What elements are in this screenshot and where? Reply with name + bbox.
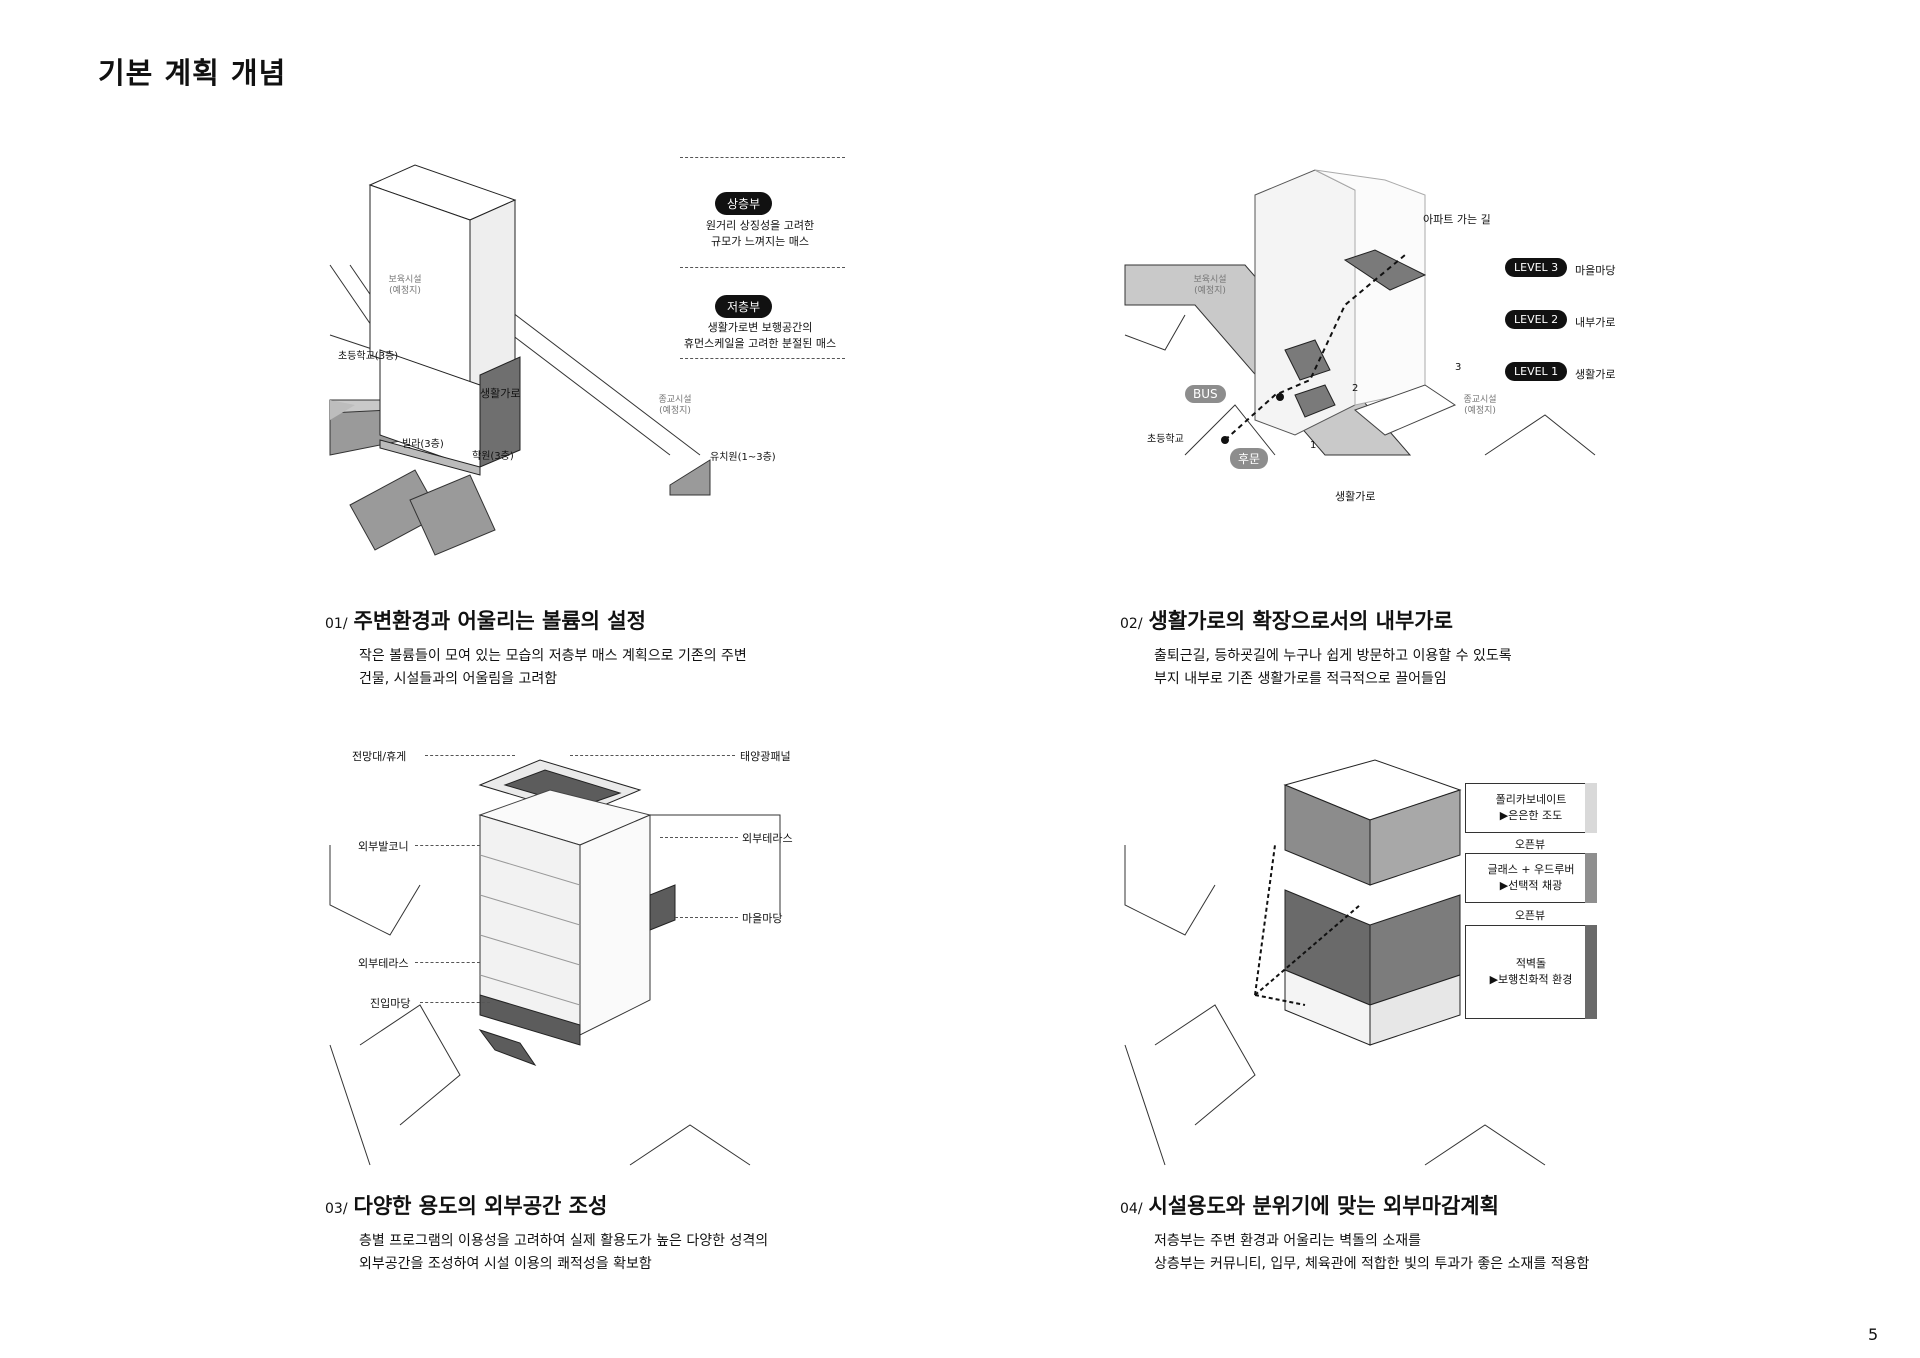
- observation-deck-label: 전망대/휴게: [352, 748, 406, 764]
- caption-01-title: 01/주변환경과 어울리는 볼륨의 설정: [325, 605, 885, 635]
- back-gate-badge: 후문: [1230, 448, 1268, 469]
- level-number-1: 1: [1310, 440, 1316, 451]
- caption-02-body: 출퇴근길, 등하굣길에 누구나 쉽게 방문하고 이용할 수 있도록 부지 내부로…: [1154, 645, 1680, 691]
- polycarbonate-swatch: [1585, 783, 1597, 833]
- caption-02-line-1: 출퇴근길, 등하굣길에 누구나 쉽게 방문하고 이용할 수 있도록: [1154, 645, 1680, 668]
- caption-02-title-text: 생활가로의 확장으로서의 내부가로: [1149, 609, 1453, 633]
- diagram-outdoor-spaces: 전망대/휴게 태양광패널 외부발코니 외부테라스 마을마당 외부테라스 진입마당: [330, 745, 800, 1045]
- childcare-site-label-2: 보육시설(예정지): [1185, 275, 1235, 297]
- entrance-yard-leader: [420, 1002, 490, 1003]
- terrace-right-leader: [660, 837, 738, 838]
- red-brick-title: 적벽돌: [1466, 956, 1596, 972]
- polycarbonate-note: ▶은은한 조도: [1466, 808, 1596, 824]
- caption-04-number: 04/: [1120, 1201, 1143, 1217]
- religious-site-label-2: 종교시설(예정지): [1455, 395, 1505, 417]
- caption-02-title: 02/생활가로의 확장으로서의 내부가로: [1120, 605, 1680, 635]
- bus-stop-badge: BUS: [1185, 385, 1226, 403]
- caption-03-number: 03/: [325, 1201, 348, 1217]
- observation-leader: [425, 755, 515, 756]
- glass-louver-title: 글래스 + 우드루버: [1466, 862, 1596, 878]
- red-brick-box: 적벽돌 ▶보행친화적 환경: [1465, 925, 1597, 1019]
- polycarbonate-box: 폴리카보네이트 ▶은은한 조도: [1465, 783, 1597, 833]
- glass-louver-note: ▶선택적 채광: [1466, 878, 1596, 894]
- level-1-pill: LEVEL 1: [1505, 362, 1567, 381]
- caption-01-body: 작은 볼륨들이 모여 있는 모습의 저층부 매스 계획으로 기존의 주변 건물,…: [359, 645, 885, 691]
- living-street-label: 생활가로: [480, 385, 520, 401]
- elementary-school-label-2: 초등학교: [1147, 430, 1184, 445]
- upper-mass-pill: 상층부: [715, 192, 772, 215]
- caption-04-body: 저층부는 주변 환경과 어울리는 벽돌의 소재를 상층부는 커뮤니티, 입무, …: [1154, 1230, 1680, 1276]
- apartment-path-label: 아파트 가는 길: [1423, 211, 1491, 227]
- level-2-text: 내부가로: [1575, 314, 1615, 330]
- terrace-left-leader: [415, 962, 480, 963]
- open-view-label-2: 오픈뷰: [1465, 908, 1595, 924]
- caption-04-line-2: 상층부는 커뮤니티, 입무, 체육관에 적합한 빛의 투과가 좋은 소재를 적용…: [1154, 1253, 1680, 1276]
- red-brick-note: ▶보행친화적 환경: [1466, 972, 1596, 988]
- caption-01-line-2: 건물, 시설들과의 어울림을 고려함: [359, 668, 885, 691]
- caption-03-title: 03/다양한 용도의 외부공간 조성: [325, 1190, 885, 1220]
- caption-02-line-2: 부지 내부로 기존 생활가로를 적극적으로 끌어들임: [1154, 668, 1680, 691]
- solar-leader: [570, 755, 735, 756]
- village-yard-leader: [675, 917, 738, 918]
- level-number-2: 2: [1352, 383, 1358, 394]
- level-3-pill: LEVEL 3: [1505, 258, 1567, 277]
- upper-mass-description: 원거리 상징성을 고려한 규모가 느껴지는 매스: [685, 218, 835, 250]
- caption-02: 02/생활가로의 확장으로서의 내부가로 출퇴근길, 등하굣길에 누구나 쉽게 …: [1120, 605, 1680, 691]
- caption-03-line-2: 외부공간을 조성하여 시설 이용의 쾌적성을 확보함: [359, 1253, 885, 1276]
- level-2-pill: LEVEL 2: [1505, 310, 1567, 329]
- lower-guide-bottom: [680, 358, 845, 359]
- lower-mass-description: 생활가로변 보행공간의 휴먼스케일을 고려한 분절된 매스: [660, 320, 860, 352]
- entrance-yard-label: 진입마당: [370, 995, 410, 1011]
- red-brick-swatch: [1585, 925, 1597, 1019]
- caption-01-title-text: 주변환경과 어울리는 볼륨의 설정: [354, 609, 646, 633]
- caption-03-line-1: 층별 프로그램의 이용성을 고려하여 실제 활용도가 높은 다양한 성격의: [359, 1230, 885, 1253]
- caption-04-line-1: 저층부는 주변 환경과 어울리는 벽돌의 소재를: [1154, 1230, 1680, 1253]
- open-view-label-1: 오픈뷰: [1465, 837, 1595, 853]
- caption-03: 03/다양한 용도의 외부공간 조성 층별 프로그램의 이용성을 고려하여 실제…: [325, 1190, 885, 1276]
- kindergarten-label: 유치원(1~3층): [710, 448, 776, 463]
- level-3-text: 마을마당: [1575, 262, 1615, 278]
- caption-04: 04/시설용도와 분위기에 맞는 외부마감계획 저층부는 주변 환경과 어울리는…: [1120, 1190, 1680, 1276]
- upper-guide-bottom: [680, 267, 845, 268]
- glass-louver-swatch: [1585, 853, 1597, 903]
- caption-01-number: 01/: [325, 616, 348, 632]
- village-yard-label: 마을마당: [742, 910, 782, 926]
- villa-label: 빌라(3층): [402, 435, 444, 450]
- polycarbonate-title: 폴리카보네이트: [1466, 792, 1596, 808]
- diagram-exterior-finish: 폴리카보네이트 ▶은은한 조도 오픈뷰 글래스 + 우드루버 ▶선택적 채광 오…: [1125, 745, 1595, 1045]
- caption-02-number: 02/: [1120, 616, 1143, 632]
- diagram-internal-street: 아파트 가는 길 LEVEL 3 마을마당 LEVEL 2 내부가로 LEVEL…: [1125, 155, 1595, 455]
- living-street-label-2: 생활가로: [1335, 488, 1375, 504]
- elementary-school-label: 초등학교(3층): [338, 347, 398, 362]
- glass-louver-box: 글래스 + 우드루버 ▶선택적 채광: [1465, 853, 1597, 903]
- academy-label: 학원(3층): [472, 447, 514, 462]
- caption-03-body: 층별 프로그램의 이용성을 고려하여 실제 활용도가 높은 다양한 성격의 외부…: [359, 1230, 885, 1276]
- caption-04-title-text: 시설용도와 분위기에 맞는 외부마감계획: [1149, 1194, 1499, 1218]
- outdoor-terrace-left-label: 외부테라스: [358, 955, 409, 971]
- outdoor-terrace-right-label: 외부테라스: [742, 830, 793, 846]
- religious-site-label: 종교시설(예정지): [650, 395, 700, 417]
- caption-01: 01/주변환경과 어울리는 볼륨의 설정 작은 볼륨들이 모여 있는 모습의 저…: [325, 605, 885, 691]
- caption-04-title: 04/시설용도와 분위기에 맞는 외부마감계획: [1120, 1190, 1680, 1220]
- upper-guide-top: [680, 157, 845, 158]
- balcony-leader: [415, 845, 480, 846]
- page-title: 기본 계획 개념: [98, 50, 286, 92]
- diagram-volume-setting: 상층부 원거리 상징성을 고려한 규모가 느껴지는 매스 저층부 생활가로변 보…: [330, 155, 800, 455]
- level-number-3: 3: [1455, 362, 1461, 373]
- caption-01-line-1: 작은 볼륨들이 모여 있는 모습의 저층부 매스 계획으로 기존의 주변: [359, 645, 885, 668]
- page-number: 5: [1868, 1325, 1878, 1344]
- caption-03-title-text: 다양한 용도의 외부공간 조성: [354, 1194, 608, 1218]
- level-1-text: 생활가로: [1575, 366, 1615, 382]
- outdoor-balcony-label: 외부발코니: [358, 838, 409, 854]
- internal-street-graphic: [1125, 155, 1595, 455]
- lower-mass-pill: 저층부: [715, 295, 772, 318]
- solar-panel-label: 태양광패널: [740, 748, 791, 764]
- childcare-site-label: 보육시설(예정지): [380, 275, 430, 297]
